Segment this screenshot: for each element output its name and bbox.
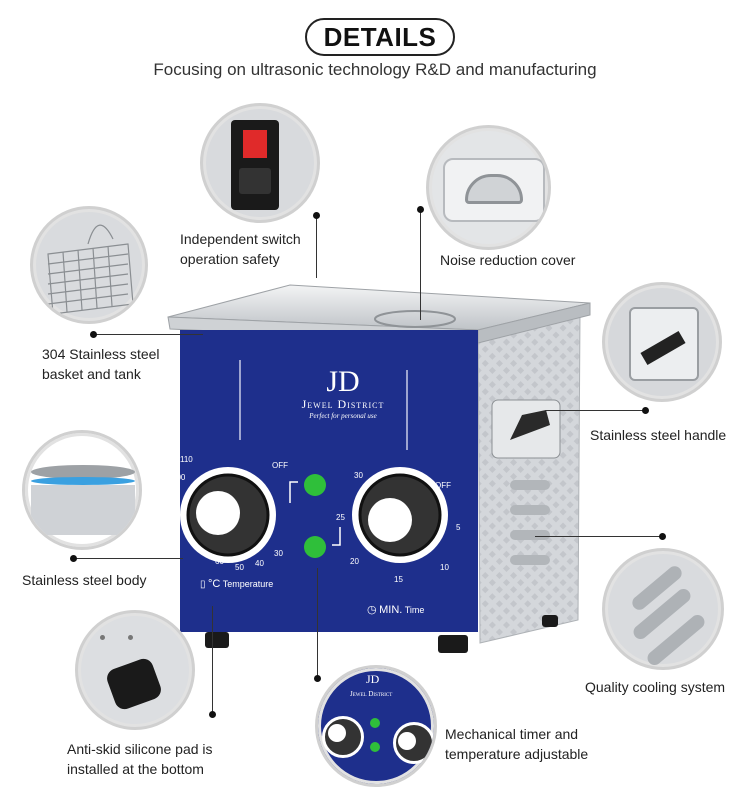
label-cover: Noise reduction cover — [440, 252, 576, 268]
timer-detail-brand: JD — [366, 672, 380, 686]
switch-detail-image — [200, 103, 320, 223]
temperature-label: ▯ °C Temperature — [200, 578, 273, 590]
time-tick: 20 — [350, 557, 359, 566]
label-switch: Independent switch operation safety — [180, 231, 301, 267]
temp-tick: 60 — [215, 557, 224, 566]
brand-logo: JD Jewel District Perfect for personal u… — [288, 365, 398, 421]
temp-off-label: OFF — [272, 461, 288, 470]
brand-name: Jewel District — [301, 397, 385, 411]
temp-unit: °C — [208, 578, 221, 590]
time-tick: 10 — [440, 563, 449, 572]
time-label-text: Time — [404, 605, 425, 615]
temp-tick: 30 — [274, 549, 283, 558]
temp-label: Temperature — [222, 579, 274, 589]
time-tick: OFF — [435, 481, 451, 490]
cooling-detail-image — [602, 548, 724, 670]
handle-detail-image — [602, 282, 722, 402]
label-basket: 304 Stainless steel basket and tank — [42, 346, 160, 382]
brand-initials: JD — [326, 365, 360, 398]
timer-detail-image: JD Jewel District — [315, 665, 437, 787]
cover-detail-image — [426, 125, 551, 250]
page-subtitle: Focusing on ultrasonic technology R&D an… — [153, 60, 597, 79]
clock-icon: ◷ — [367, 604, 377, 616]
pad-detail-image — [75, 610, 195, 730]
ultrasonic-cleaner-image: JD Jewel District Perfect for personal u… — [160, 275, 600, 665]
details-title: DETAILS — [305, 18, 455, 56]
time-unit: MIN. — [379, 604, 403, 616]
label-handle: Stainless steel handle — [590, 427, 727, 443]
label-pad: Anti-skid silicone pad is installed at t… — [67, 741, 213, 777]
label-cooling: Quality cooling system — [585, 679, 726, 695]
label-timer: Mechanical timer and temperature adjusta… — [445, 726, 589, 762]
basket-detail-image — [30, 206, 148, 324]
temp-tick: 40 — [255, 559, 264, 568]
temp-tick: 100 — [172, 473, 186, 482]
time-tick: 5 — [456, 523, 461, 532]
brand-tagline: Perfect for personal use — [309, 412, 377, 420]
label-body: Stainless steel body — [22, 572, 147, 588]
time-tick: 15 — [394, 575, 403, 584]
timer-detail-brand-name: Jewel District — [350, 690, 393, 698]
temp-tick: 90 — [168, 491, 177, 500]
time-tick: 30 — [354, 471, 363, 480]
time-label: ◷ MIN. Time — [367, 603, 424, 616]
thermometer-icon: ▯ — [200, 579, 206, 590]
temp-tick: 50 — [235, 563, 244, 572]
body-detail-image — [22, 430, 142, 550]
time-tick: 25 — [336, 513, 345, 522]
temp-tick: 110 — [180, 455, 193, 464]
